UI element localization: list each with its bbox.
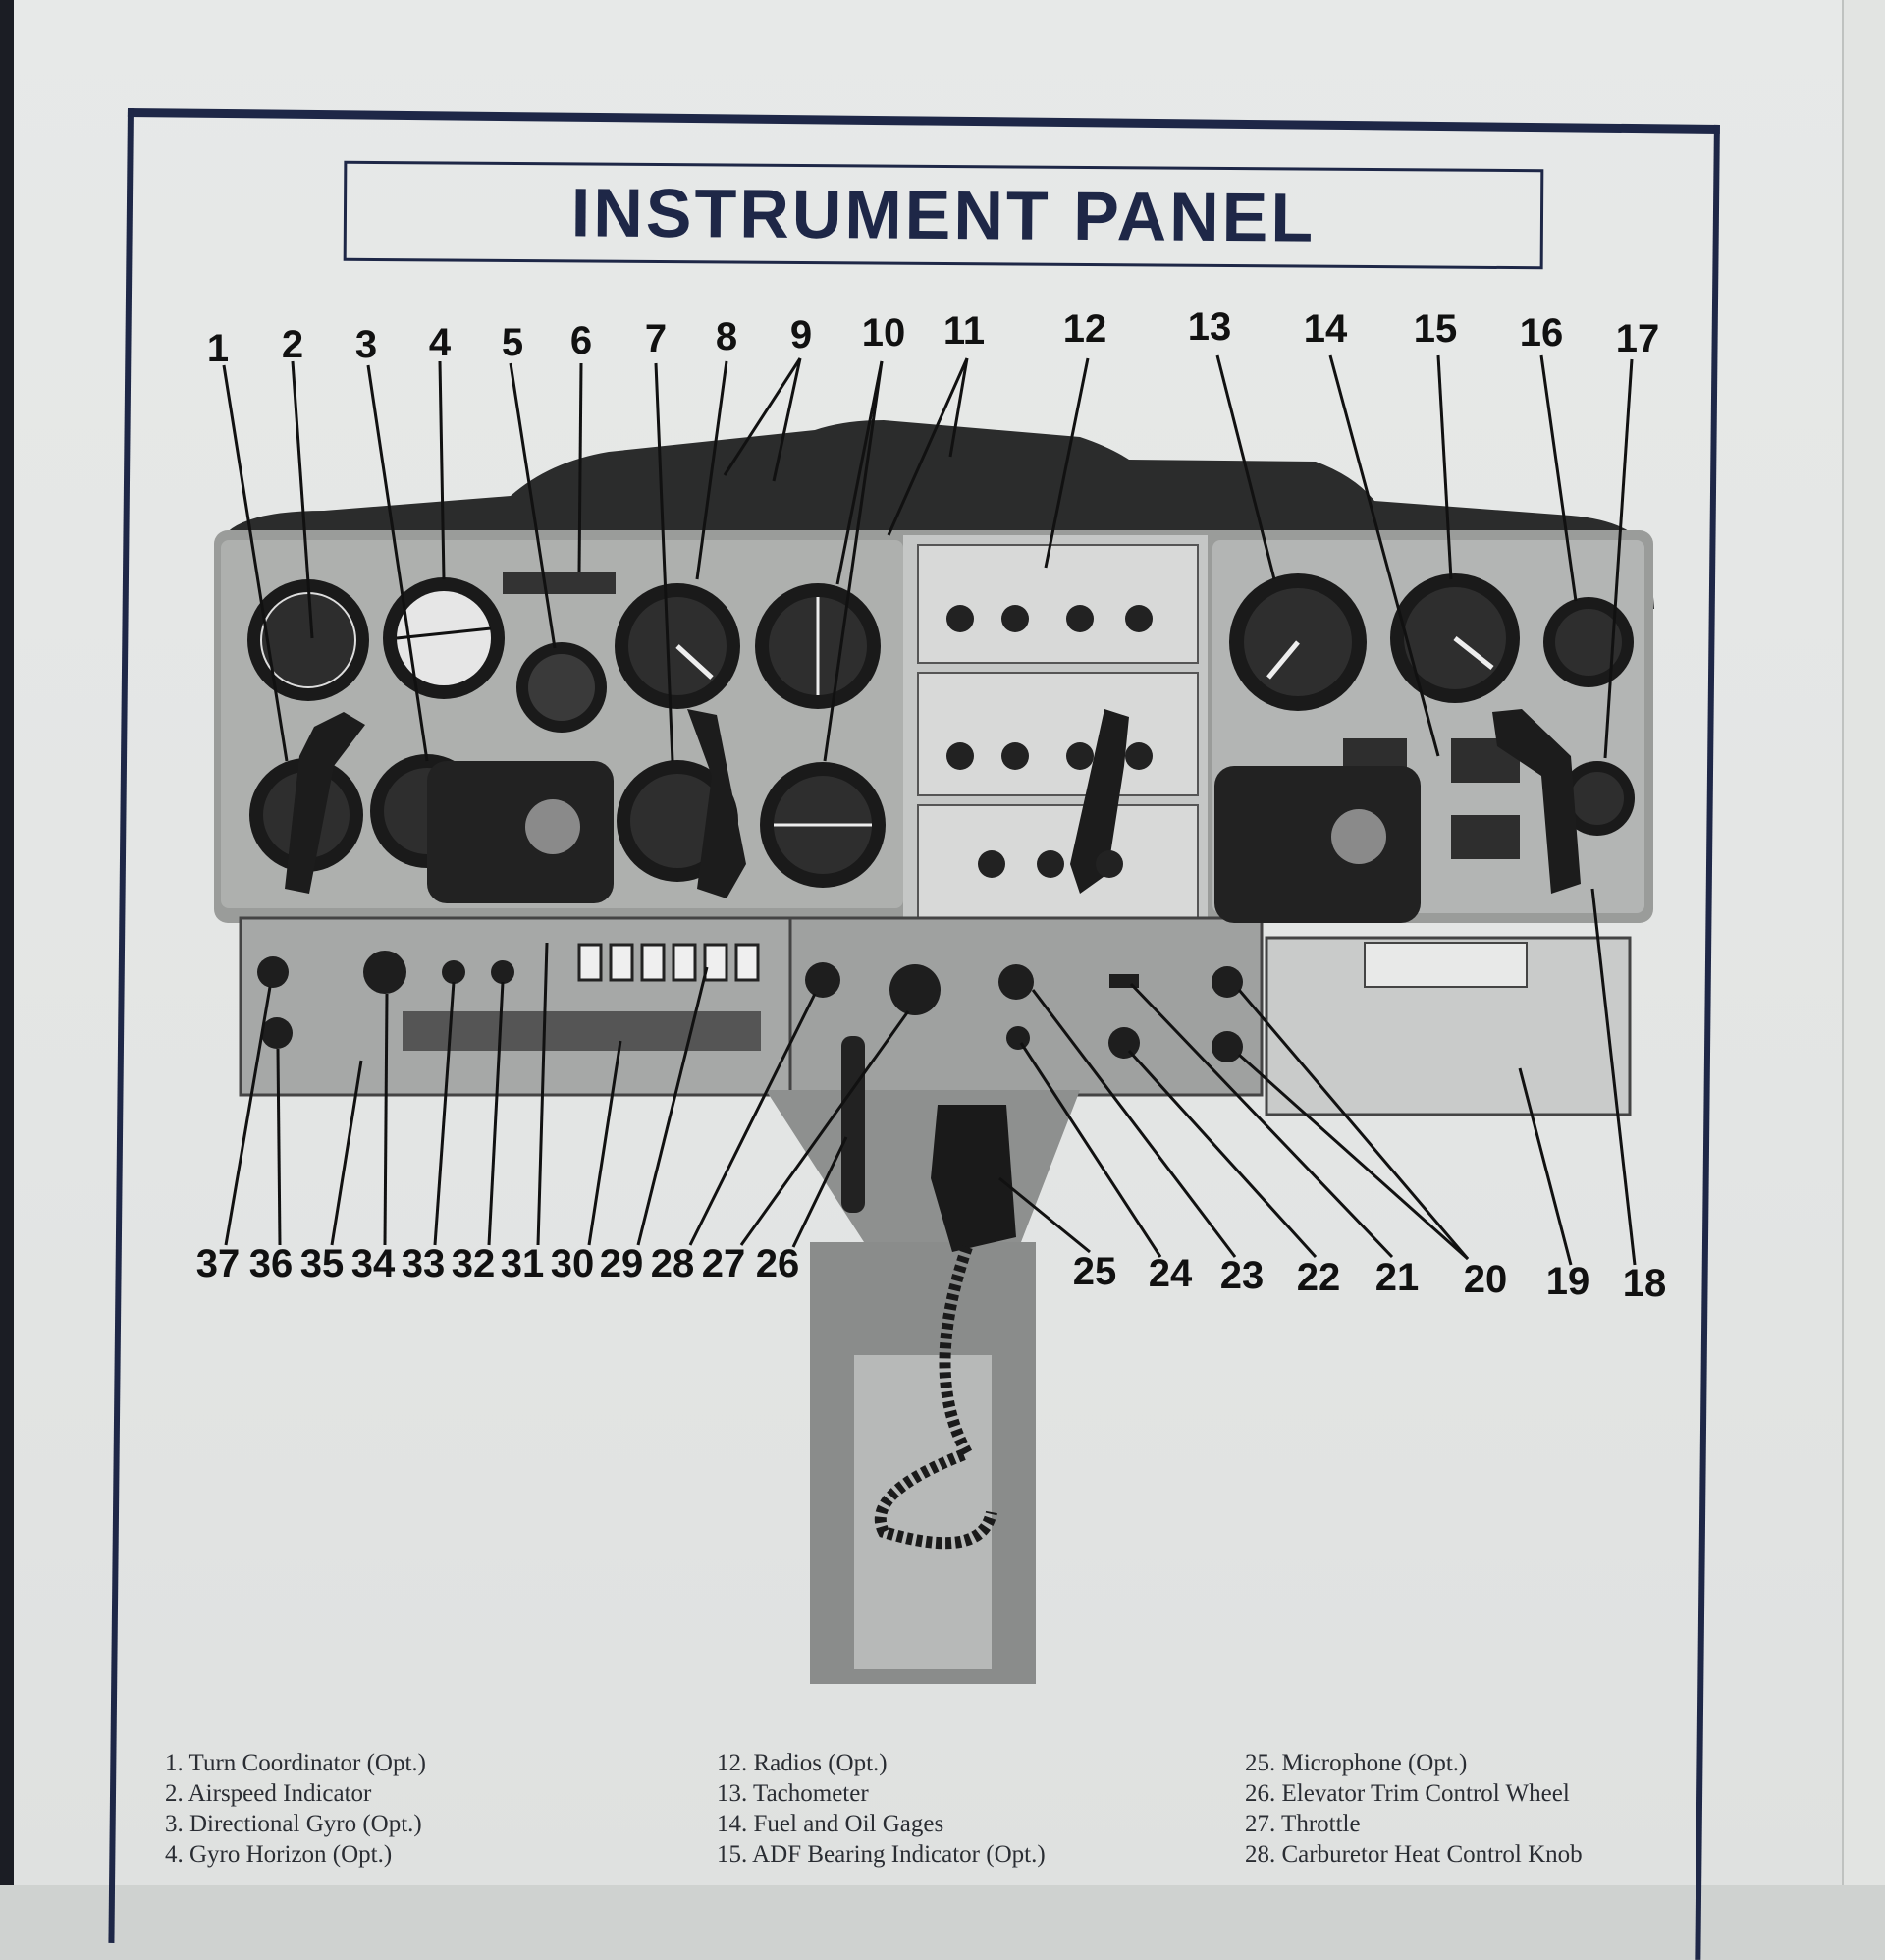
legend-item: 25. Microphone (Opt.) <box>1245 1750 1468 1776</box>
callout-36: 36 <box>249 1242 294 1285</box>
callout-30: 30 <box>551 1242 595 1285</box>
instrument-panel-photo <box>214 420 1654 1684</box>
instrument-panel-diagram: 1 2 3 4 5 6 7 8 9 10 11 12 13 14 15 16 1… <box>196 305 1667 1684</box>
callout-13: 13 <box>1188 305 1232 349</box>
microphone <box>931 1105 1016 1252</box>
callout-25: 25 <box>1073 1250 1117 1293</box>
callout-34: 34 <box>351 1242 396 1285</box>
callout-26: 26 <box>756 1242 800 1285</box>
switch-row <box>577 943 760 982</box>
legend-item: 26. Elevator Trim Control Wheel <box>1245 1780 1570 1807</box>
callout-10: 10 <box>862 311 906 354</box>
callout-7: 7 <box>645 317 667 360</box>
callout-6: 6 <box>570 319 592 362</box>
callout-33: 33 <box>402 1242 446 1285</box>
callout-28: 28 <box>651 1242 695 1285</box>
callout-17: 17 <box>1616 317 1660 360</box>
legend-item: 1. Turn Coordinator (Opt.) <box>165 1750 426 1776</box>
circuit-breaker-row <box>403 1011 761 1051</box>
callout-21: 21 <box>1375 1256 1420 1299</box>
legend-column-3: 25. Microphone (Opt.) 26. Elevator Trim … <box>1245 1748 1583 1870</box>
legend-item: 28. Carburetor Heat Control Knob <box>1245 1841 1583 1868</box>
callout-20: 20 <box>1464 1258 1508 1301</box>
trim-wheel <box>841 1036 865 1213</box>
callout-37: 37 <box>196 1242 241 1285</box>
callout-32: 32 <box>452 1242 496 1285</box>
callout-9: 9 <box>790 313 812 356</box>
callout-31: 31 <box>501 1242 545 1285</box>
legend-item: 15. ADF Bearing Indicator (Opt.) <box>717 1841 1046 1868</box>
callout-29: 29 <box>600 1242 644 1285</box>
leader-lines <box>222 354 1637 1266</box>
callout-numbers-top: 1 2 3 4 5 6 7 8 9 10 11 12 13 14 15 16 1… <box>207 305 1659 370</box>
callout-12: 12 <box>1063 307 1107 351</box>
callout-15: 15 <box>1414 307 1458 351</box>
callout-24: 24 <box>1149 1252 1193 1295</box>
legend-column-2: 12. Radios (Opt.) 13. Tachometer 14. Fue… <box>717 1748 1046 1870</box>
legend-item: 2. Airspeed Indicator <box>165 1780 372 1807</box>
copilot-control-wheel <box>1070 709 1129 894</box>
callout-18: 18 <box>1623 1262 1667 1305</box>
callout-35: 35 <box>300 1242 345 1285</box>
callout-22: 22 <box>1297 1256 1341 1299</box>
callout-11: 11 <box>943 309 985 353</box>
callout-27: 27 <box>702 1242 746 1285</box>
page-edge-right <box>1842 0 1885 1885</box>
legend-item: 12. Radios (Opt.) <box>717 1750 888 1776</box>
callout-8: 8 <box>716 315 737 358</box>
page-edge-left <box>0 0 14 1885</box>
callout-16: 16 <box>1520 311 1564 354</box>
callout-1: 1 <box>207 327 229 370</box>
callout-numbers-bottom: 37 36 35 34 33 32 31 30 29 28 27 26 25 2… <box>196 1242 1667 1305</box>
legend-item: 14. Fuel and Oil Gages <box>717 1811 944 1837</box>
legend-item: 27. Throttle <box>1245 1811 1361 1837</box>
legend-item: 13. Tachometer <box>717 1780 869 1807</box>
callout-23: 23 <box>1220 1254 1265 1297</box>
callout-4: 4 <box>429 321 452 364</box>
callout-2: 2 <box>282 323 303 366</box>
legend-item: 4. Gyro Horizon (Opt.) <box>165 1841 393 1868</box>
pilot-control-wheel <box>285 712 365 894</box>
callout-5: 5 <box>502 321 523 364</box>
callout-3: 3 <box>355 323 377 366</box>
callout-14: 14 <box>1304 307 1348 351</box>
legend-item: 3. Directional Gyro (Opt.) <box>165 1811 422 1837</box>
legend-column-1: 1. Turn Coordinator (Opt.) 2. Airspeed I… <box>165 1748 426 1870</box>
callout-19: 19 <box>1546 1260 1590 1303</box>
